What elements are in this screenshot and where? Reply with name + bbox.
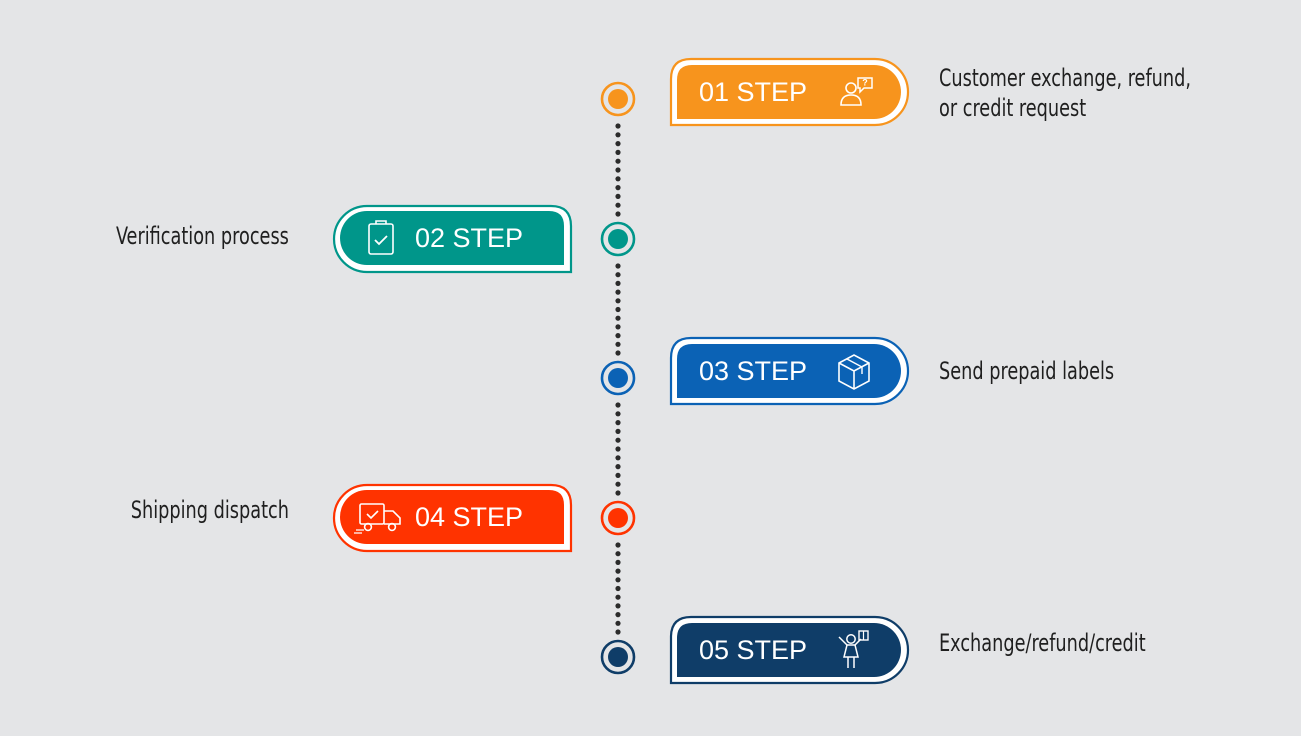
timeline-node-ring bbox=[600, 360, 636, 396]
connector-dot bbox=[615, 185, 621, 191]
package-box-icon bbox=[838, 354, 870, 390]
connector-dot bbox=[615, 324, 621, 330]
connector-dot bbox=[615, 446, 621, 452]
step-02-description: Verification process bbox=[116, 222, 289, 250]
connector-dot bbox=[615, 568, 621, 574]
connector-dot bbox=[615, 420, 621, 426]
connector-dot bbox=[615, 158, 621, 164]
svg-text:?: ? bbox=[862, 78, 868, 88]
connector-dot bbox=[615, 306, 621, 313]
connector-dot bbox=[615, 594, 621, 600]
connector-dot bbox=[615, 202, 621, 208]
connector-dot bbox=[615, 149, 621, 155]
connector-dot bbox=[615, 629, 621, 635]
connector-dot bbox=[615, 411, 621, 417]
step-03-description: Send prepaid labels bbox=[939, 357, 1115, 385]
step-badge: 04 STEP bbox=[332, 483, 573, 553]
timeline-node-ring bbox=[600, 81, 636, 117]
timeline-node bbox=[608, 647, 628, 667]
clipboard-check-icon bbox=[368, 220, 394, 255]
step-label: 02 STEP bbox=[415, 223, 523, 253]
connector-dot bbox=[615, 315, 621, 321]
step-badge: 05 STEP bbox=[669, 615, 910, 685]
connector-dot bbox=[615, 490, 621, 496]
connector-dot bbox=[615, 333, 621, 339]
connector-dot bbox=[615, 272, 621, 278]
customer-question-icon: ? bbox=[840, 77, 873, 106]
connector-dot bbox=[615, 437, 621, 443]
timeline-node bbox=[608, 89, 628, 109]
step-badge-fill bbox=[340, 490, 564, 544]
timeline-node bbox=[608, 508, 628, 528]
step-badge: 03 STEP bbox=[669, 336, 910, 406]
step-badge-fill bbox=[340, 211, 564, 265]
timeline-node bbox=[608, 229, 628, 249]
timeline-node-ring bbox=[600, 500, 636, 536]
step-badge-fill bbox=[677, 623, 901, 677]
step-label: 04 STEP bbox=[415, 502, 523, 532]
connector-dot bbox=[615, 603, 621, 609]
step-01-description: Customer exchange, refund, or credit req… bbox=[939, 64, 1191, 122]
connector-dot bbox=[615, 211, 621, 217]
connector-dot bbox=[615, 132, 621, 138]
connector-dot bbox=[615, 167, 621, 173]
connector-dot bbox=[615, 298, 621, 304]
connector-dot bbox=[615, 481, 621, 487]
connector-dot bbox=[615, 263, 621, 269]
step-05-description: Exchange/refund/credit bbox=[939, 629, 1146, 657]
delivery-truck-icon bbox=[354, 503, 401, 534]
connector-dot bbox=[615, 455, 621, 461]
step-04-description: Shipping dispatch bbox=[130, 496, 289, 524]
connector-dot bbox=[615, 350, 621, 356]
connector-dot bbox=[615, 542, 621, 548]
connector-dot bbox=[615, 123, 621, 129]
timeline-node bbox=[608, 368, 628, 388]
person-with-parcel-icon bbox=[838, 630, 869, 668]
timeline-node-ring bbox=[600, 639, 636, 675]
step-badge: 01 STEP? bbox=[669, 57, 910, 127]
step-label: 05 STEP bbox=[699, 635, 807, 665]
connector-dot bbox=[615, 585, 621, 592]
connector-dot bbox=[615, 577, 621, 583]
connector-dot bbox=[615, 176, 621, 182]
connector-dot bbox=[615, 402, 621, 408]
connector-dot bbox=[615, 141, 621, 147]
connector-dot bbox=[615, 551, 621, 557]
connector-dot bbox=[615, 341, 621, 347]
connector-dot bbox=[615, 280, 621, 286]
connector-dot bbox=[615, 612, 621, 618]
connector-dot bbox=[615, 620, 621, 626]
timeline-node-ring bbox=[600, 221, 636, 257]
step-label: 03 STEP bbox=[699, 356, 807, 386]
connector-dot bbox=[615, 428, 621, 434]
connector-dot bbox=[615, 193, 621, 199]
connector-dot bbox=[615, 464, 621, 470]
connector-dot bbox=[615, 472, 621, 478]
step-badge: 02 STEP bbox=[332, 204, 573, 274]
connector-dot bbox=[615, 289, 621, 295]
step-label: 01 STEP bbox=[699, 77, 807, 107]
connector-dot bbox=[615, 559, 621, 566]
